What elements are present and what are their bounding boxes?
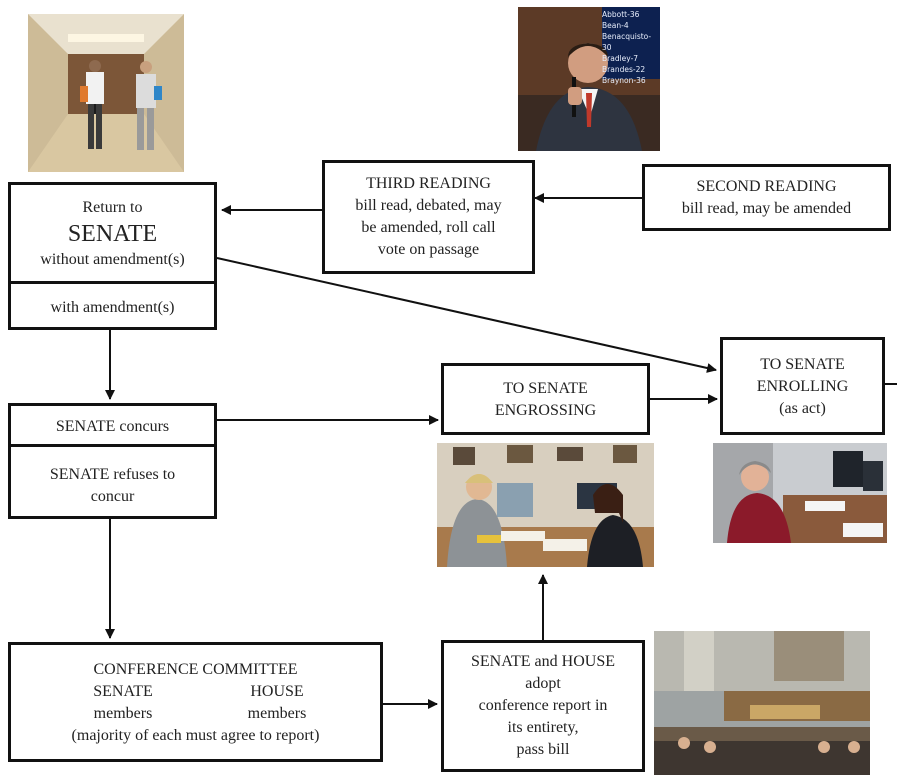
senate-heading: SENATE	[67, 221, 158, 247]
senate-house-title: SENATE and HOUSE	[471, 653, 615, 670]
vote-board-entry: Benacquisto-30	[602, 32, 652, 52]
senate-house-desc-4: pass bill	[516, 741, 570, 758]
house-members-desc: members	[247, 705, 307, 722]
third-reading-title: THIRD READING	[366, 175, 491, 192]
box-divider	[11, 281, 214, 284]
hallway-photo	[28, 14, 184, 172]
senate-engrossing-box: TO SENATE ENGROSSING	[441, 363, 650, 435]
senate-members-desc: members	[93, 705, 153, 722]
engrossing-photo	[437, 443, 654, 567]
house-members-label: HOUSE	[250, 683, 304, 700]
senate-house-desc-1: adopt	[525, 675, 561, 692]
senate-concurs-label: SENATE concurs	[55, 418, 170, 435]
vote-board-entry: Braynon-36	[602, 76, 646, 85]
second-reading-title: SECOND READING	[696, 178, 837, 195]
speaker-photo: Abbott-36 Bean-4 Benacquisto-30 Bradley-…	[518, 7, 660, 151]
vote-board: Abbott-36 Bean-4 Benacquisto-30 Bradley-…	[602, 9, 660, 85]
vote-board-entry: Brandes-22	[602, 65, 646, 74]
third-reading-desc-3: vote on passage	[377, 241, 480, 258]
conference-committee-box: CONFERENCE COMMITTEE SENATE members HOUS…	[8, 642, 383, 762]
chamber-photo	[654, 631, 870, 775]
third-reading-desc-2: be amended, roll call	[361, 219, 496, 236]
return-to-label: Return to	[82, 199, 143, 216]
vote-board-entry: Abbott-36	[602, 10, 640, 19]
senate-and-house-box: SENATE and HOUSE adopt conference report…	[441, 640, 645, 772]
conference-committee-title: CONFERENCE COMMITTEE	[93, 661, 298, 678]
conference-majority-note: (majority of each must agree to report)	[71, 727, 320, 744]
with-amendments-label: with amendment(s)	[50, 299, 175, 316]
third-reading-box: THIRD READING bill read, debated, may be…	[322, 160, 535, 274]
enrolling-title-1: TO SENATE	[760, 356, 845, 373]
senate-refuses-label-2: concur	[90, 488, 135, 505]
second-reading-desc: bill read, may be amended	[681, 200, 852, 217]
enrolling-desc: (as act)	[779, 400, 826, 417]
senate-refuses-label-1: SENATE refuses to	[49, 466, 176, 483]
enrolling-title-2: ENROLLING	[756, 378, 849, 395]
second-reading-box: SECOND READING bill read, may be amended	[642, 164, 891, 231]
senate-concurs-box: SENATE concurs SENATE refuses to concur	[8, 403, 217, 519]
vote-board-entry: Bean-4	[602, 21, 629, 30]
senate-house-desc-3: its entirety,	[507, 719, 579, 736]
enrolling-photo	[713, 443, 887, 543]
box-divider	[11, 444, 214, 447]
return-to-senate-box: Return to SENATE without amendment(s) wi…	[8, 182, 217, 330]
engrossing-title-1: TO SENATE	[503, 380, 588, 397]
arrow-without-to-enrolling	[216, 257, 717, 373]
senate-enrolling-box: TO SENATE ENROLLING (as act)	[720, 337, 885, 435]
vote-board-entry: Bradley-7	[602, 54, 639, 63]
third-reading-desc-1: bill read, debated, may	[355, 197, 502, 214]
engrossing-title-2: ENGROSSING	[494, 402, 597, 419]
without-amendments-label: without amendment(s)	[40, 251, 185, 268]
senate-members-label: SENATE	[93, 683, 153, 700]
senate-house-desc-2: conference report in	[478, 697, 608, 714]
